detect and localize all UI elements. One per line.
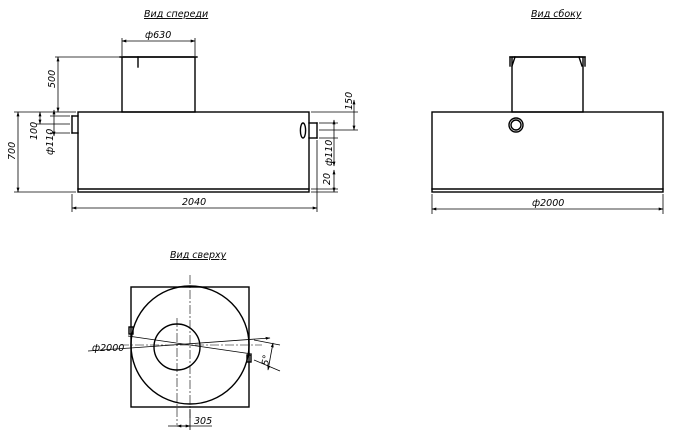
- front-tank-body: [77, 111, 310, 193]
- side-view-title: Вид сбоку: [531, 9, 582, 20]
- side-diameter-label: ф2000: [532, 198, 564, 209]
- front-neck-diameter-label: ф630: [145, 30, 171, 41]
- side-neck-handle-right: [578, 56, 583, 67]
- side-tank-body: [431, 111, 664, 193]
- side-view: Вид сбоку ф2000: [431, 9, 664, 214]
- front-inlet-pipe: [71, 115, 79, 134]
- front-bottom-offset-label: 20: [322, 173, 333, 185]
- front-outlet-diameter-label: ф110: [324, 140, 335, 166]
- side-neck: [511, 56, 584, 113]
- front-outlet-pipe: [299, 122, 318, 139]
- top-diameter-label: ф2000: [92, 343, 124, 354]
- top-view: Вид сверху ф2000 5° 305: [87, 250, 281, 430]
- top-pipe-axis: [127, 335, 253, 355]
- top-angle-label: 5°: [260, 354, 273, 367]
- front-view-title: Вид спереди: [144, 9, 208, 20]
- side-neck-handle-left: [511, 56, 516, 67]
- front-neck-height-label: 500: [47, 70, 58, 88]
- top-inlet-stub: [128, 326, 134, 335]
- front-view: Вид спереди ф630 500: [7, 9, 358, 212]
- top-neck-offset-label: 305: [194, 416, 212, 427]
- front-neck: [121, 56, 196, 113]
- front-outlet-offset-label: 150: [344, 92, 355, 110]
- side-pipe-inner: [510, 119, 522, 131]
- front-length-label: 2040: [182, 197, 206, 208]
- front-inlet-offset-label: 100: [29, 122, 40, 140]
- side-pipe-outer: [508, 117, 524, 133]
- top-view-title: Вид сверху: [170, 250, 227, 261]
- front-inlet-diameter-label: ф110: [45, 129, 56, 155]
- front-total-height-label: 700: [7, 142, 18, 160]
- top-outlet-stub: [246, 354, 252, 363]
